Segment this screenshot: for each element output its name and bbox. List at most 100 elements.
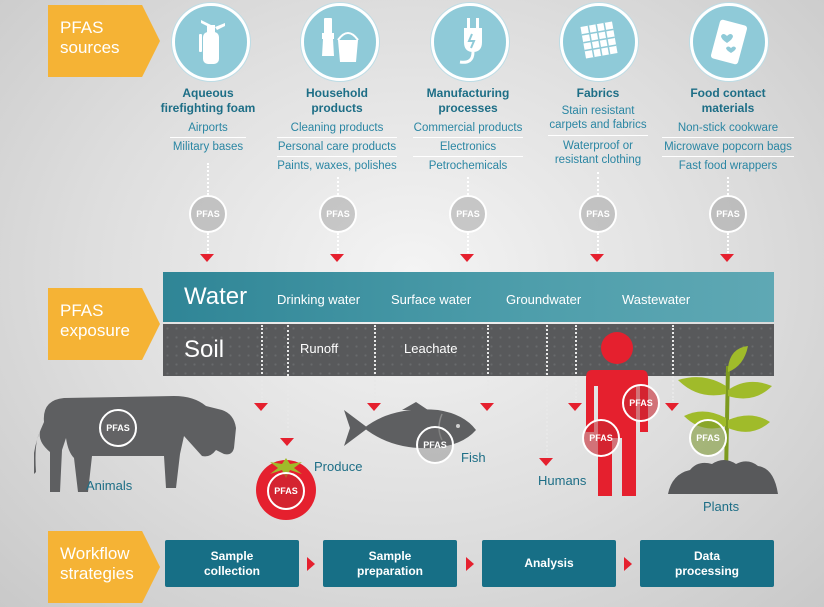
pfas-badge: PFAS: [99, 409, 137, 447]
receptor-label: Produce: [314, 459, 363, 474]
pfas-badge: PFAS: [449, 195, 487, 233]
workflow-step-data-processing: Data processing: [640, 540, 774, 587]
arrow-down-icon: [367, 403, 381, 411]
workflow-step-label: Data processing: [674, 548, 740, 578]
divider: [277, 137, 397, 138]
source-item: Paints, waxes, polishes: [277, 160, 397, 172]
flow-line: [467, 233, 469, 253]
pfas-badge: PFAS: [579, 195, 617, 233]
flow-line: [261, 325, 263, 401]
source-title: Aqueous firefighting foam: [160, 86, 256, 115]
pfas-badge: PFAS: [267, 472, 305, 510]
flow-line: [727, 233, 729, 253]
flow-line: [287, 325, 289, 432]
water-title: Water: [184, 283, 248, 310]
water-item: Wastewater: [622, 292, 691, 307]
flow-line: [374, 325, 376, 401]
arrow-right-icon: [466, 557, 474, 571]
water-item: Surface water: [391, 292, 472, 307]
receptor-label: Plants: [703, 499, 740, 514]
arrow-down-icon: [590, 254, 604, 262]
pfas-badge: PFAS: [709, 195, 747, 233]
divider: [170, 137, 246, 138]
stage-label-sources: PFAS sources: [48, 5, 160, 77]
divider: [662, 156, 794, 157]
flow-line: [546, 325, 548, 455]
stage-label-exposure: PFAS exposure: [48, 288, 160, 360]
source-item: Non-stick cookware: [677, 122, 779, 134]
source-item: Stain resistant carpets and fabrics: [549, 105, 647, 131]
source-item: Fast food wrappers: [678, 160, 778, 172]
food-wrapper-icon: [690, 3, 768, 81]
source-title: Fabrics: [576, 86, 620, 100]
receptor-label: Fish: [461, 450, 486, 465]
source-item: Waterproof or resistant clothing: [554, 140, 642, 166]
flow-line: [467, 177, 469, 195]
paint-brush-bucket-icon: [301, 3, 379, 81]
power-plug-icon: [431, 3, 509, 81]
source-item: Electronics: [439, 141, 497, 153]
water-item: Drinking water: [277, 292, 361, 307]
flow-line: [672, 325, 674, 401]
source-title: Household products: [306, 86, 368, 115]
divider: [277, 156, 397, 157]
divider: [413, 137, 523, 138]
arrow-down-icon: [200, 254, 214, 262]
source-item: Military bases: [172, 141, 244, 153]
plant-icon: [668, 346, 778, 494]
divider: [662, 137, 794, 138]
arrow-down-icon: [539, 458, 553, 466]
receptor-label: Humans: [538, 473, 587, 488]
cow-icon: [34, 396, 236, 492]
pfas-badge: PFAS: [416, 426, 454, 464]
arrow-down-icon: [254, 403, 268, 411]
workflow-step-label: Analysis: [524, 556, 574, 570]
workflow-step-sample-collection: Sample collection: [165, 540, 299, 587]
divider: [548, 135, 648, 136]
source-item: Airports: [188, 122, 228, 134]
arrow-right-icon: [624, 557, 632, 571]
stage-label-workflow-text: Workflow strategies: [60, 544, 134, 583]
pfas-badge: PFAS: [689, 419, 727, 457]
soil-item: Runoff: [300, 341, 339, 356]
source-item: Cleaning products: [290, 122, 384, 134]
workflow-step-label: Sample collection: [203, 548, 260, 578]
workflow-step-sample-preparation: Sample preparation: [323, 540, 457, 587]
pfas-badge: PFAS: [319, 195, 357, 233]
pfas-badge: PFAS: [622, 384, 660, 422]
stage-label-sources-text: PFAS sources: [60, 18, 120, 57]
stage-label-exposure-text: PFAS exposure: [60, 301, 130, 340]
stage-label-workflow: Workflow strategies: [48, 531, 160, 603]
arrow-down-icon: [280, 438, 294, 446]
water-item: Groundwater: [506, 292, 582, 307]
flow-line: [597, 172, 599, 195]
fabric-swatch-icon: [560, 3, 638, 81]
source-item: Microwave popcorn bags: [664, 141, 792, 153]
arrow-down-icon: [460, 254, 474, 262]
pfas-badge: PFAS: [582, 419, 620, 457]
source-item: Personal care products: [277, 141, 397, 153]
flow-line: [597, 233, 599, 253]
source-item: Petrochemicals: [428, 160, 508, 172]
pfas-badge: PFAS: [189, 195, 227, 233]
flow-line: [575, 325, 577, 401]
source-title: Food contact materials: [690, 86, 766, 115]
divider: [413, 156, 523, 157]
arrow-right-icon: [307, 557, 315, 571]
source-title: Manufacturing processes: [426, 86, 510, 115]
flow-line: [207, 163, 209, 195]
soil-item: Leachate: [404, 341, 458, 356]
flow-line: [337, 233, 339, 253]
flow-line: [487, 325, 489, 401]
source-item: Commercial products: [413, 122, 523, 134]
arrow-down-icon: [720, 254, 734, 262]
workflow-step-analysis: Analysis: [482, 540, 616, 587]
soil-title: Soil: [184, 336, 225, 363]
fire-extinguisher-icon: [172, 3, 250, 81]
arrow-down-icon: [665, 403, 679, 411]
fish-icon: [344, 402, 476, 449]
water-band: [163, 272, 774, 322]
flow-line: [727, 177, 729, 195]
workflow-step-label: Sample preparation: [356, 548, 423, 578]
